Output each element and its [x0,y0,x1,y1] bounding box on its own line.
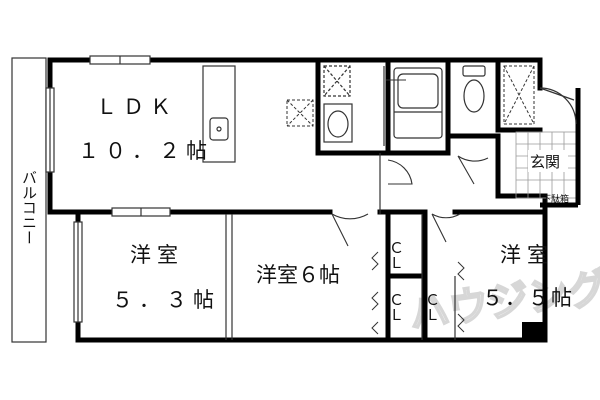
door-swings [331,79,489,247]
entrance-label: 玄関 [530,153,560,171]
western-right-size: ５．５帖 [482,286,574,310]
corner-column [522,322,544,340]
walls [47,57,548,343]
front-door [539,87,577,125]
closet-label-3: ＣＬ [423,292,441,322]
refrigerator-space [286,99,314,127]
closet-doors [371,251,465,335]
entrance-storage [503,65,535,125]
ldk-size: １０．２帖 [78,139,213,163]
western-center-label: 洋室６帖 [256,263,340,287]
washroom [323,65,385,146]
western-right-label: 洋室 [500,243,554,267]
entrance-label-bg [528,150,568,172]
toilet [462,65,486,113]
ldk-label: ＬＤＫ [96,95,177,119]
western-left-size: ５．３帖 [112,288,220,312]
shoe-box-label: 下駄箱 [542,193,569,205]
closet-label-1: ＣＬ [387,240,405,270]
closet-label-2: ＣＬ [387,292,405,322]
kitchen-counter [202,65,236,163]
partitions [225,153,456,340]
bathtub [393,67,443,139]
balcony: バルコニー [11,57,47,343]
balcony-label: バルコニー [20,170,38,245]
entrance-walls [540,88,581,208]
windows [45,55,171,323]
western-left-label: 洋室 [130,243,184,267]
